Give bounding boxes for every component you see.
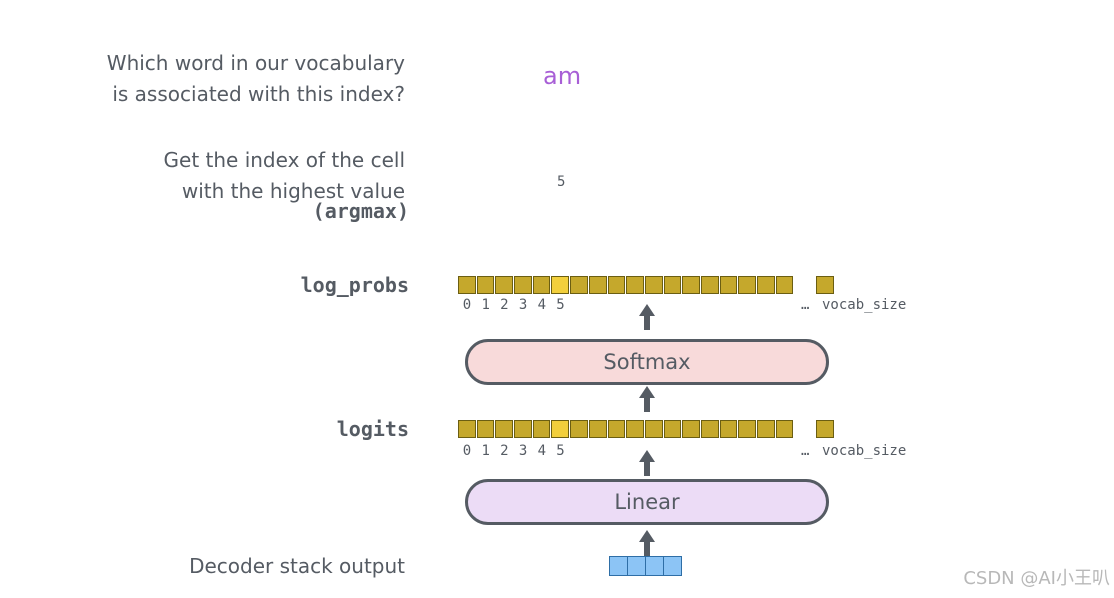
decoder-output-label: Decoder stack output: [189, 554, 405, 578]
log-probs-cell: [738, 276, 756, 294]
log-probs-cell: [570, 276, 588, 294]
log-probs-cell: [607, 276, 626, 294]
logits-tick-label: 0: [462, 443, 472, 459]
logits-cell: [775, 420, 794, 438]
log-probs-tick-label: 2: [500, 297, 509, 313]
log-probs-cell: [458, 276, 476, 294]
linear-label: Linear: [614, 490, 680, 514]
log-probs-cell: [775, 276, 794, 294]
logits-cell: [626, 420, 644, 438]
log-probs-cell: [663, 276, 682, 294]
logits-tick-label: 2: [500, 443, 509, 459]
log-probs-cell: [551, 276, 570, 294]
log-probs-cell: [495, 276, 514, 294]
logits-last-cell: [816, 420, 834, 438]
logits-tick-label: 4: [537, 443, 547, 459]
argmax-index-value: 5: [557, 174, 566, 190]
log-probs-tick-label: 4: [537, 297, 547, 313]
log-probs-tick-label: 0: [462, 297, 472, 313]
logits-tick-label: 1: [481, 443, 490, 459]
log-probs-cell: [514, 276, 532, 294]
log-probs-cell: [757, 276, 775, 294]
decoder-output-vector: [609, 556, 682, 576]
arrow-up-icon: [639, 304, 655, 330]
logits-cell: [514, 420, 532, 438]
logits-cell: [682, 420, 700, 438]
vocab-question-line-2: is associated with this index?: [112, 82, 405, 106]
decoder-output-cell: [645, 556, 664, 576]
vocab-question-label: Which word in our vocabulary is associat…: [107, 48, 405, 110]
watermark: CSDN @AI小王叭: [963, 568, 1110, 589]
log-probs-cell: [644, 276, 663, 294]
logits-vocab-size-label: vocab_size: [822, 443, 907, 459]
argmax-line-2: with the highest value: [181, 179, 405, 203]
logits-cell: [757, 420, 775, 438]
log-probs-cell: [700, 276, 719, 294]
arrow-up-icon: [639, 386, 655, 412]
logits-cell: [663, 420, 682, 438]
logits-cell: [719, 420, 738, 438]
log-probs-vocab-size-label: vocab_size: [822, 297, 907, 313]
decoder-output-cell: [627, 556, 646, 576]
arrow-up-icon: [639, 530, 655, 556]
log-probs-vector: [458, 276, 794, 294]
log-probs-cell: [626, 276, 644, 294]
log-probs-cell: [476, 276, 495, 294]
answer-word: am: [543, 62, 582, 90]
softmax-label: Softmax: [603, 350, 691, 374]
logits-cell: [570, 420, 588, 438]
logits-cell: [495, 420, 514, 438]
argmax-label: Get the index of the cell with the highe…: [163, 145, 409, 221]
logits-cell: [644, 420, 663, 438]
decoder-output-cell: [609, 556, 628, 576]
argmax-line-1: Get the index of the cell: [163, 148, 405, 172]
logits-label: logits: [336, 417, 409, 441]
argmax-line-3: (argmax): [312, 199, 409, 223]
log-probs-cell: [532, 276, 551, 294]
decoder-output-cell: [663, 556, 682, 576]
log-probs-last-cell: [816, 276, 834, 294]
log-probs-tick-label: 1: [481, 297, 490, 313]
logits-cell: [700, 420, 719, 438]
logits-vector: [458, 420, 794, 438]
log-probs-cell: [719, 276, 738, 294]
logits-cell: [551, 420, 570, 438]
logits-cell: [607, 420, 626, 438]
log-probs-tick-label: 3: [518, 297, 528, 313]
linear-block: Linear: [465, 479, 829, 525]
log-probs-cell: [588, 276, 607, 294]
logits-cell: [458, 420, 476, 438]
log-probs-label: log_probs: [300, 273, 409, 297]
logits-cell: [532, 420, 551, 438]
vocab-question-line-1: Which word in our vocabulary: [106, 51, 405, 75]
log-probs-ellipsis: …: [801, 297, 810, 313]
softmax-block: Softmax: [465, 339, 829, 385]
logits-tick-label: 5: [556, 443, 565, 459]
logits-cell: [476, 420, 495, 438]
logits-cell: [588, 420, 607, 438]
log-probs-tick-label: 5: [556, 297, 565, 313]
logits-tick-label: 3: [518, 443, 528, 459]
log-probs-cell: [682, 276, 700, 294]
logits-cell: [738, 420, 756, 438]
arrow-up-icon: [639, 450, 655, 476]
logits-ellipsis: …: [801, 443, 810, 459]
